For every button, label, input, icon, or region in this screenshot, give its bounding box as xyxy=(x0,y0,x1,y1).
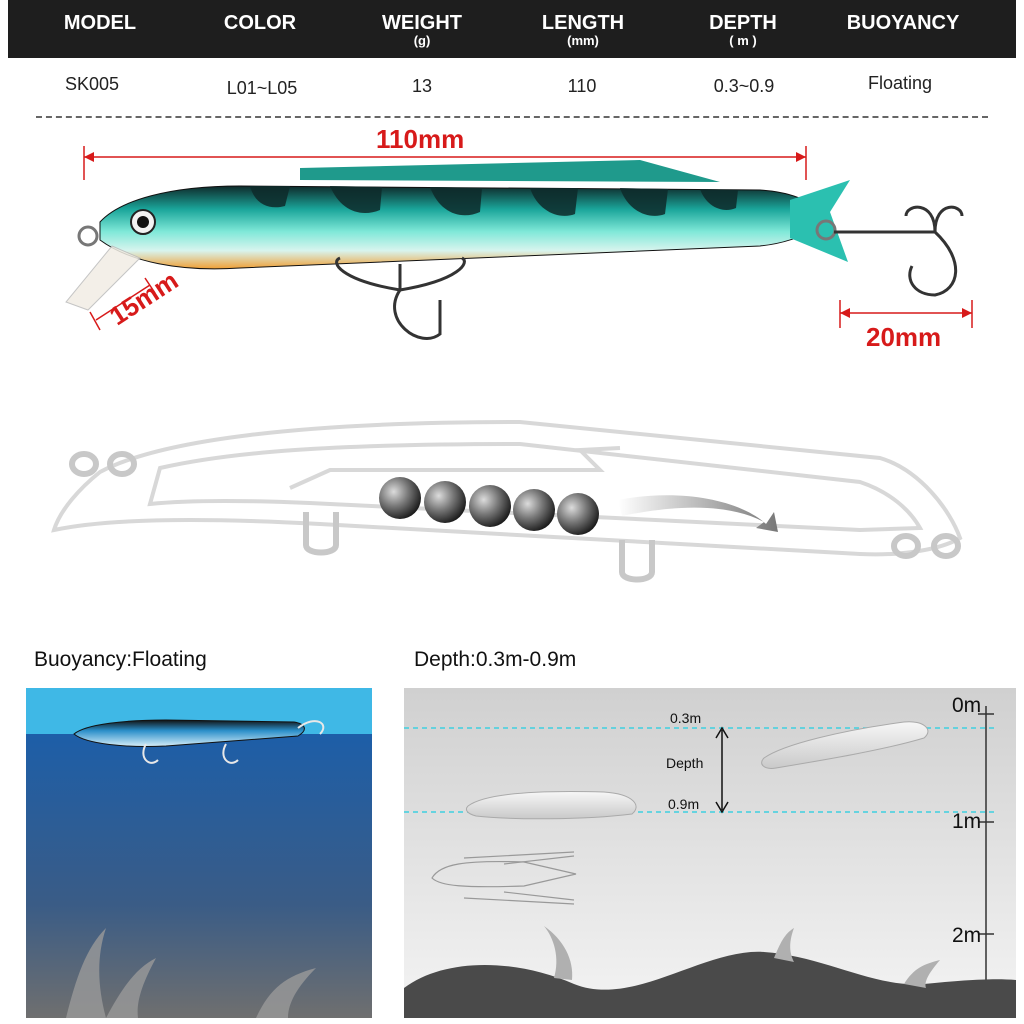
lure-illustration xyxy=(65,146,973,340)
lure-stripes xyxy=(250,186,738,216)
header-length: LENGTH(mm) xyxy=(541,12,625,48)
depth-bottom-label: 0.9m xyxy=(668,796,700,812)
weight-system-diagram xyxy=(51,419,963,583)
split-ring-icon xyxy=(69,451,961,559)
seaweed-icon xyxy=(66,928,316,1018)
header-model: MODEL xyxy=(63,12,137,34)
lip-icon xyxy=(65,245,141,311)
scale-mark-1m: 1m xyxy=(952,810,982,833)
lure-deep-icon xyxy=(465,791,637,820)
treble-hook-icon xyxy=(335,256,466,340)
scale-mark-2m: 2m xyxy=(952,924,982,947)
value-model: SK005 xyxy=(64,74,120,94)
split-ring-icon xyxy=(77,225,99,247)
depth-top-label: 0.3m xyxy=(670,710,702,726)
buoyancy-title: Buoyancy:Floating xyxy=(34,648,207,671)
arrow-icon xyxy=(618,495,778,532)
lure-body-icon xyxy=(73,719,305,747)
header-buoyancy: BUOYANCY xyxy=(846,12,960,34)
depth-range-arrow xyxy=(715,726,729,814)
value-buoyancy: Floating xyxy=(867,73,933,93)
value-color: L01~L05 xyxy=(226,78,298,98)
body-length-label: 110mm xyxy=(376,124,465,154)
depth-title: Depth:0.3m-0.9m xyxy=(414,648,577,671)
seabed-icon xyxy=(404,951,1016,1018)
tail-fin-icon xyxy=(790,180,850,262)
dorsal-fin-icon xyxy=(300,160,720,182)
lip-dimension-line xyxy=(89,277,156,331)
lure-shallow-icon xyxy=(761,721,929,769)
buoyancy-illustration xyxy=(26,688,372,1018)
spec-table-header: MODEL COLOR WEIGHT(g) LENGTH(mm) DEPTH( … xyxy=(8,0,1016,58)
seaweed-icon xyxy=(544,926,940,988)
depth-scale xyxy=(978,706,994,998)
tail-hook-icon xyxy=(834,205,964,297)
hook-length-label: 20mm xyxy=(866,322,942,352)
header-weight: WEIGHT(g) xyxy=(382,12,462,48)
value-weight: 13 xyxy=(411,76,433,96)
depth-illustration xyxy=(404,688,1016,1018)
hook-hanger-icon xyxy=(303,512,655,583)
length-dimension-line xyxy=(83,146,807,180)
divider xyxy=(36,116,988,118)
lure-top-view-icon xyxy=(431,851,577,905)
header-depth: DEPTH( m ) xyxy=(709,12,777,48)
lure-outline-icon xyxy=(51,419,963,557)
hook-dimension-line xyxy=(839,300,973,328)
value-depth: 0.3~0.9 xyxy=(713,76,775,96)
weight-ball-icon xyxy=(379,477,599,535)
treble-hook-icon xyxy=(142,720,325,764)
depth-label: Depth xyxy=(666,755,704,771)
header-color: COLOR xyxy=(223,12,297,34)
scale-mark-0m: 0m xyxy=(952,694,982,717)
value-length: 110 xyxy=(567,76,597,96)
